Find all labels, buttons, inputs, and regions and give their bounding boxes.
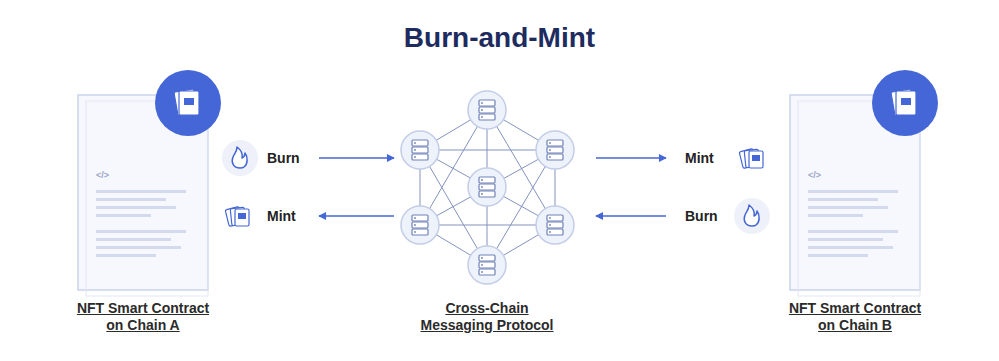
- server-node: [536, 206, 574, 244]
- flow-label: Burn: [685, 207, 718, 225]
- burn-icon: [734, 198, 770, 234]
- code-glyph: </>: [96, 170, 109, 180]
- nft-badge: [872, 70, 938, 136]
- flow-label: Mint: [685, 149, 714, 167]
- server-node: [401, 131, 439, 169]
- mint-icon: [225, 207, 249, 227]
- server-node: [468, 246, 506, 284]
- server-node: [468, 91, 506, 129]
- contract-node: Cross-Chain Messaging Protocol: [398, 68, 592, 340]
- contract-node: NFT Smart Contract on Chain A: [60, 68, 315, 340]
- flow-arrow: [319, 215, 394, 217]
- flow-label: Burn: [267, 149, 300, 167]
- flow-arrow: [319, 157, 394, 159]
- contract-node: NFT Smart Contract on Chain B: [670, 68, 930, 340]
- node-caption: NFT Smart Contract on Chain B: [780, 300, 930, 334]
- network-mesh: [420, 110, 555, 265]
- server-node: [468, 168, 506, 206]
- nft-badge: [155, 70, 221, 136]
- node-caption: Cross-Chain Messaging Protocol: [412, 300, 562, 334]
- flow-arrow: [596, 215, 666, 217]
- flow-arrow: [596, 157, 666, 159]
- node-caption: NFT Smart Contract on Chain A: [68, 300, 218, 334]
- flow-label: Mint: [267, 207, 296, 225]
- code-glyph: </>: [808, 170, 821, 180]
- diagram-title: Burn-and-Mint: [0, 22, 999, 54]
- server-node: [401, 206, 439, 244]
- mint-icon: [739, 149, 763, 169]
- burn-icon: [222, 140, 258, 176]
- server-node: [536, 131, 574, 169]
